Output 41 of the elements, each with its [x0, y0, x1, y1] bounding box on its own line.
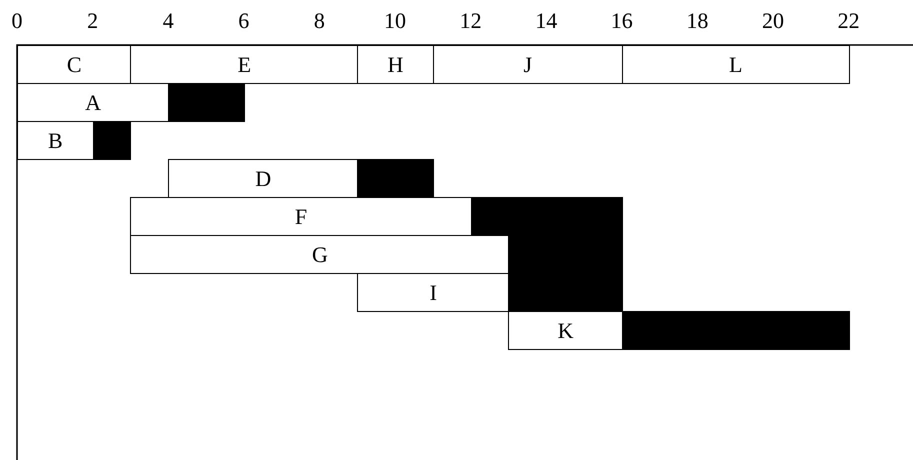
activity-bar: [622, 45, 850, 84]
activity-label: D: [255, 168, 272, 190]
activity-bar: [17, 121, 94, 160]
activity-bar: [130, 45, 358, 84]
tick-label: 16: [610, 10, 633, 32]
activity-label: C: [66, 54, 82, 76]
activity-label: E: [238, 54, 252, 76]
slack-bar: [168, 83, 245, 122]
activity-label: J: [524, 54, 532, 76]
activity-label: H: [388, 54, 404, 76]
activity-label: L: [728, 54, 742, 76]
activity-bar: [357, 273, 510, 312]
tick-label: 6: [238, 10, 250, 32]
activity-bar: [168, 159, 358, 198]
activity-bar: [357, 45, 434, 84]
tick-label: 4: [162, 10, 174, 32]
activity-bar: [17, 45, 132, 84]
slack-bar: [92, 121, 132, 160]
tick-label: 0: [12, 10, 22, 32]
slack-bar: [470, 197, 623, 236]
slack-bar: [622, 311, 850, 350]
tick-label: 14: [535, 10, 558, 32]
activity-bar: [508, 311, 623, 350]
activity-bar: [432, 45, 623, 84]
tick-label: 12: [460, 10, 482, 32]
activity-label: G: [312, 244, 328, 266]
tick-label: 10: [384, 10, 406, 32]
activity-bar: [17, 83, 170, 122]
slack-bar: [508, 273, 623, 312]
tick-label: 20: [762, 10, 784, 32]
activity-label: B: [48, 130, 63, 152]
tick-label: 2: [87, 10, 98, 32]
tick-label: 8: [314, 10, 325, 32]
activity-bar: [130, 197, 472, 236]
activity-label: K: [558, 320, 574, 342]
activity-label: A: [85, 92, 102, 114]
activity-label: F: [294, 206, 308, 228]
activity-label: I: [430, 282, 437, 304]
slack-bar: [357, 159, 434, 198]
tick-label: 18: [686, 10, 708, 32]
tick-label: 22: [838, 10, 860, 32]
